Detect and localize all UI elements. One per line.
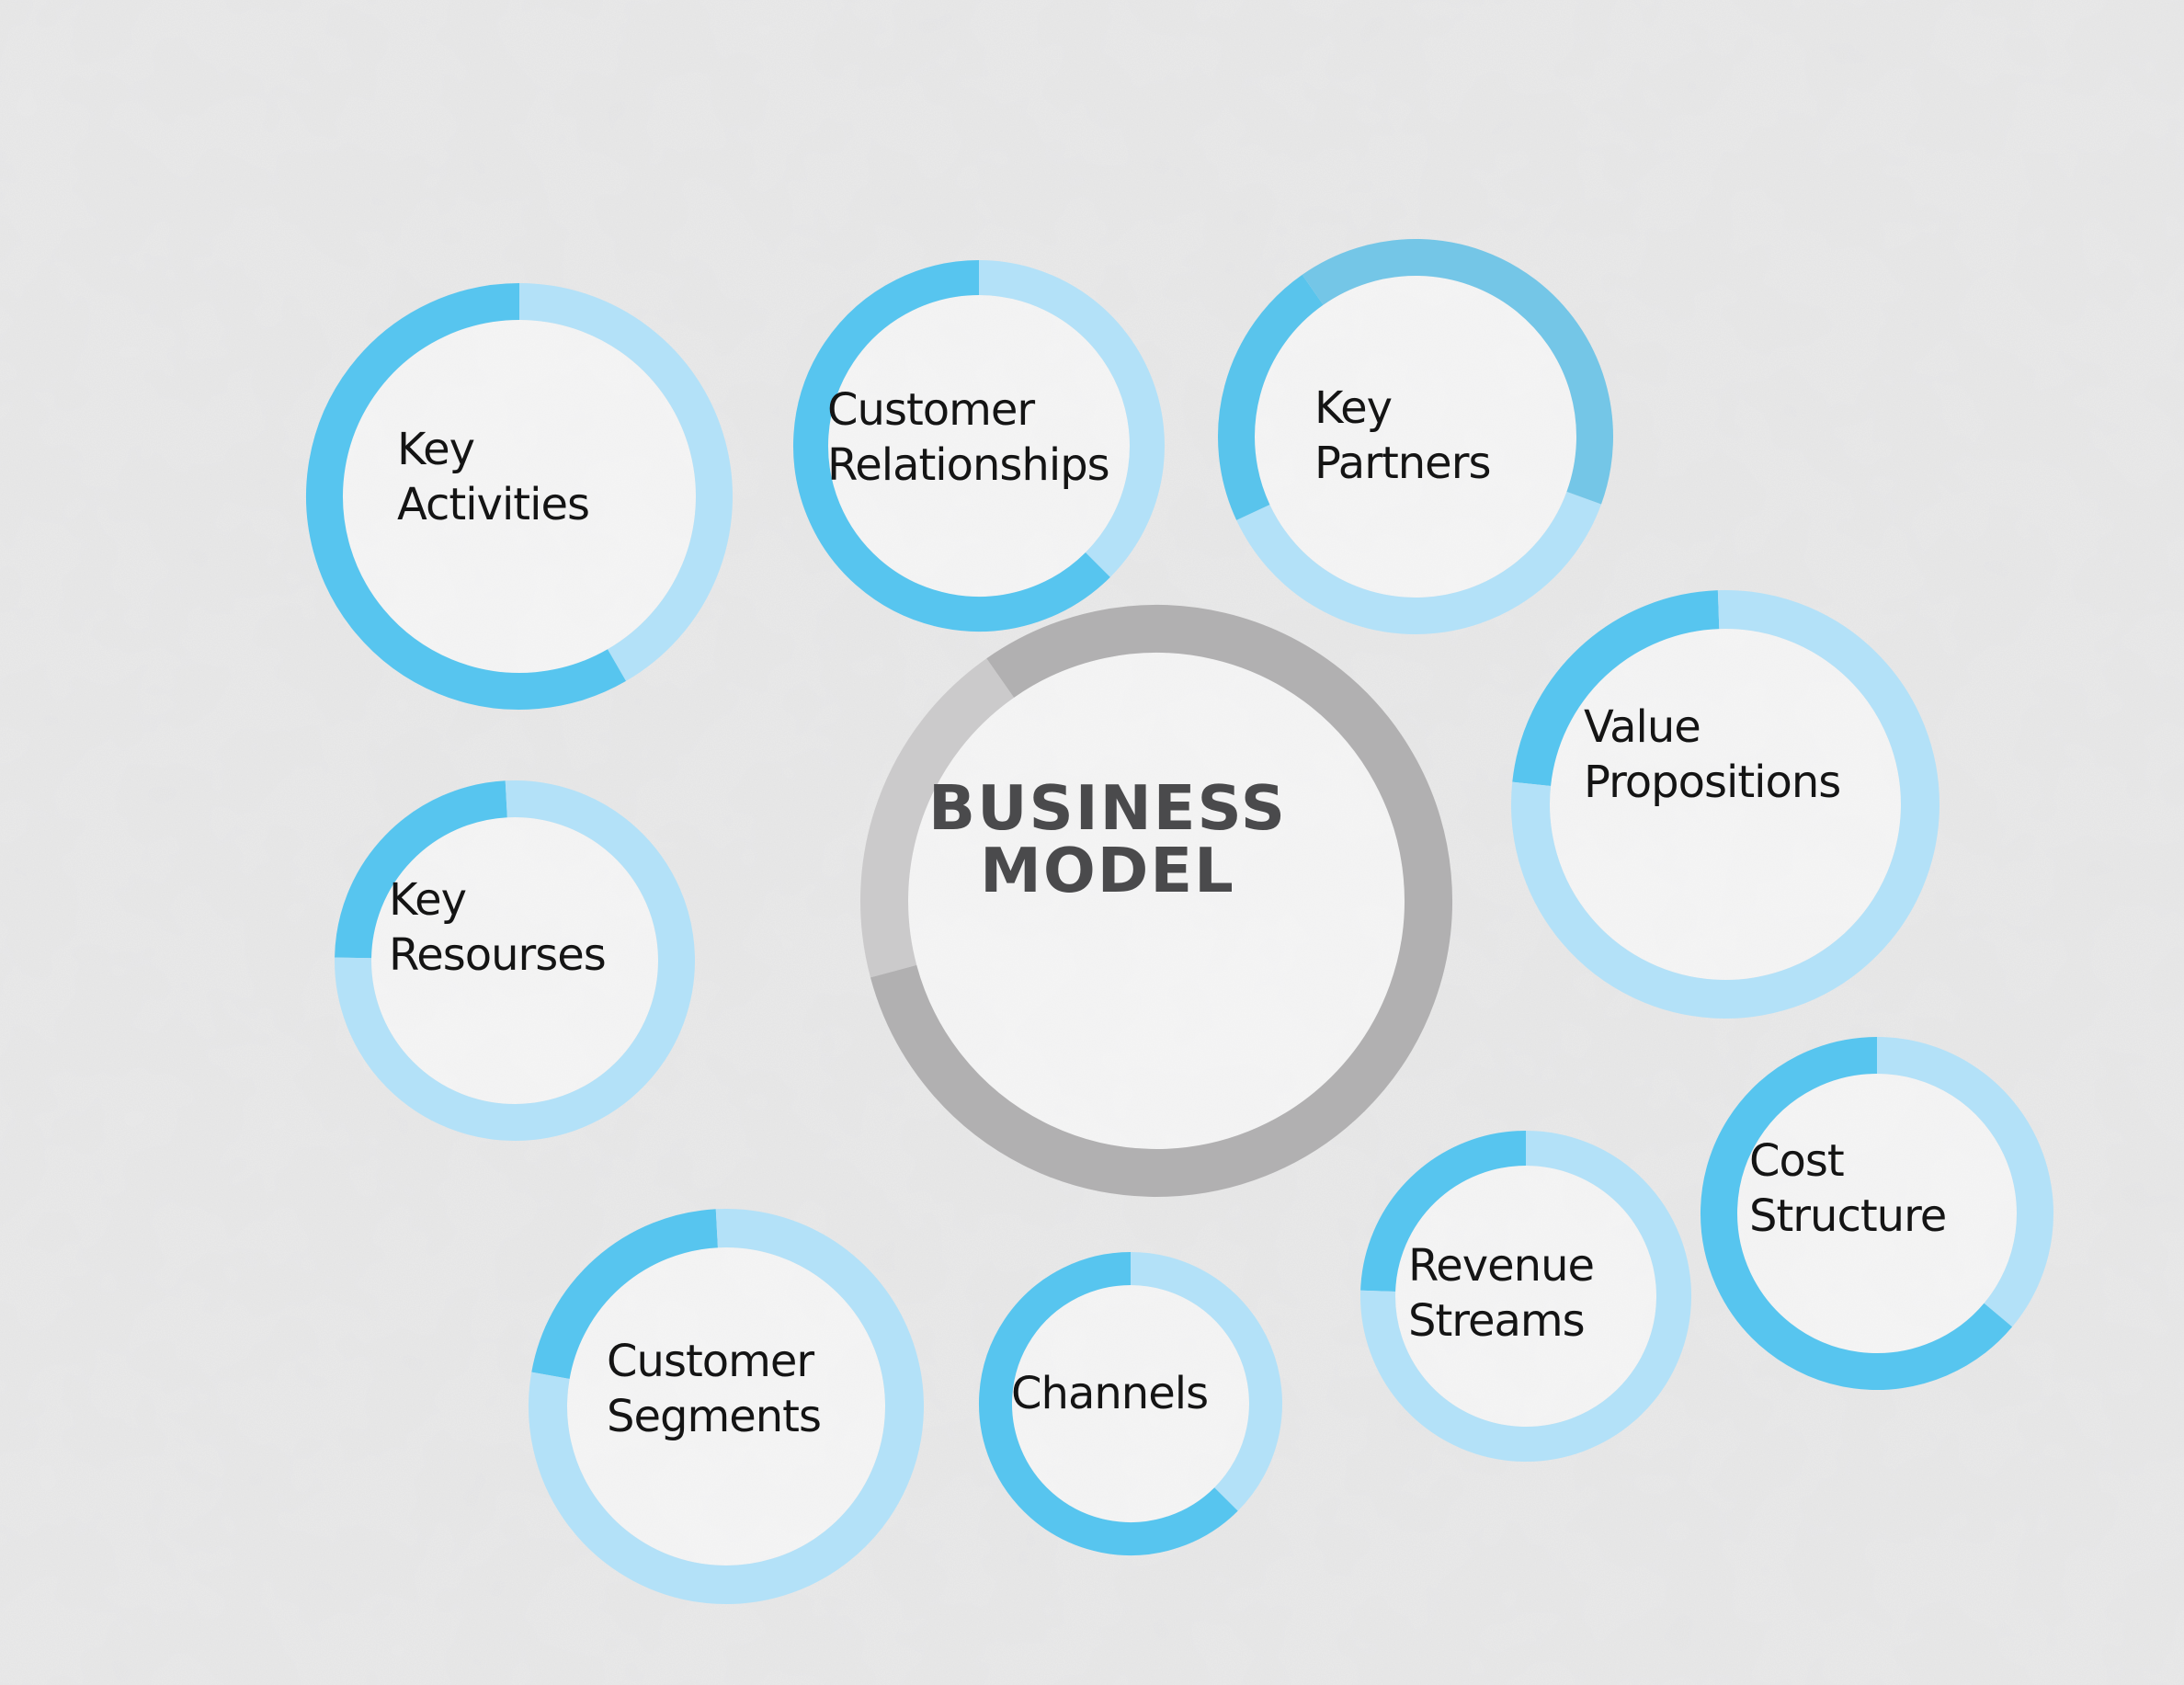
key-resourses-ring-segment-0	[335, 780, 508, 959]
key-activities-inner-fill	[343, 320, 696, 673]
center-title-line1: BUSINESS	[928, 772, 1287, 844]
customer-segments-ring-segment-1	[529, 1209, 924, 1604]
business-model-center-inner-fill	[908, 653, 1405, 1149]
channels-inner-fill	[1012, 1285, 1249, 1522]
key-activities-ring-segment-0	[518, 283, 733, 681]
cost-structure-ring-segment-1	[1701, 1037, 2013, 1390]
node-channels: Channels	[979, 1252, 1282, 1555]
business-model-center-ring-segment-1	[870, 605, 1452, 1197]
customer-relationships-inner-fill	[828, 295, 1130, 597]
value-propositions-inner-fill	[1550, 629, 1901, 980]
revenue-streams-ring-segment-1	[1360, 1131, 1691, 1462]
center-title-group: BUSINESS MODEL	[928, 772, 1287, 906]
channels-ring-segment-0	[1130, 1252, 1282, 1511]
customer-relationships-ring-segment-1	[793, 260, 1110, 632]
revenue-streams-ring-segment-0	[1360, 1131, 1527, 1292]
key-partners-ring-segment-1	[1218, 274, 1324, 520]
key-resourses-ring-segment-1	[335, 780, 695, 1141]
key-partners-ring-segment-0	[1236, 491, 1602, 634]
node-business-model-center	[860, 605, 1452, 1197]
center-title-line2: MODEL	[980, 835, 1235, 906]
key-activities-ring-segment-1	[306, 283, 626, 710]
channels-ring-segment-1	[979, 1252, 1238, 1555]
business-model-center-ring-segment-0	[860, 658, 1015, 978]
channels-label: Channels	[1011, 1368, 1208, 1419]
cost-structure-ring-segment-0	[1876, 1037, 2053, 1327]
customer-segments-inner-fill	[567, 1247, 885, 1565]
customer-segments-ring-segment-0	[531, 1209, 719, 1380]
key-resourses-inner-fill	[371, 817, 658, 1104]
revenue-streams-inner-fill	[1395, 1166, 1656, 1427]
customer-relationships-ring-segment-0	[978, 260, 1165, 577]
cost-structure-inner-fill	[1737, 1074, 2017, 1353]
key-partners-ring-segment-2	[1302, 239, 1613, 505]
value-propositions-ring-segment-1	[1511, 590, 1939, 1019]
value-propositions-ring-segment-0	[1512, 590, 1720, 787]
key-partners-inner-fill	[1255, 276, 1576, 598]
